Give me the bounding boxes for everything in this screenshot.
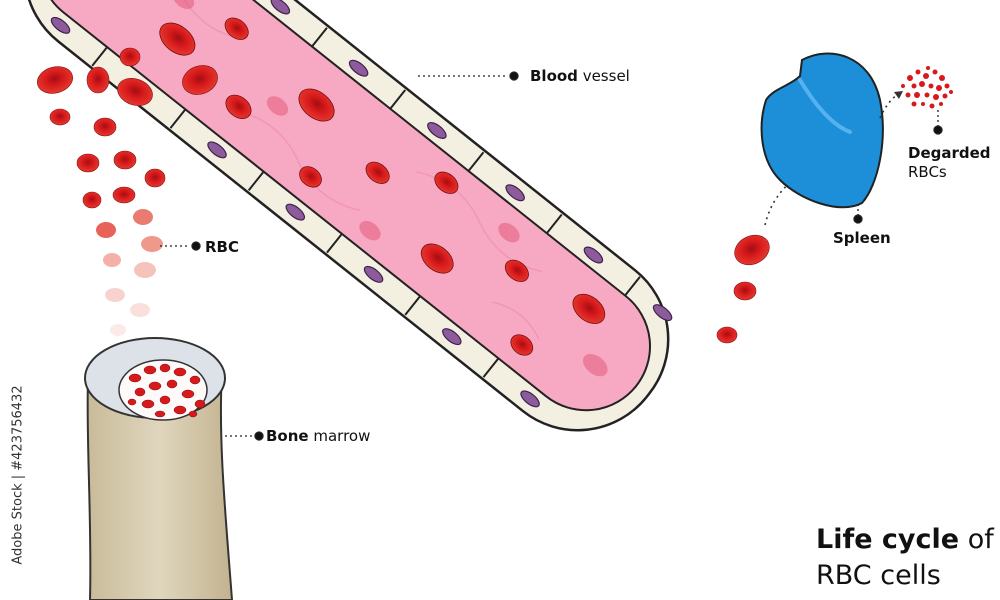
label-rbc-text: RBC: [205, 238, 239, 256]
label-spleen: Spleen: [833, 229, 891, 247]
title-line2: RBC cells: [816, 560, 941, 591]
stock-watermark: Adobe Stock | #423756432: [8, 360, 28, 590]
label-bone-marrow: Bone marrow: [266, 427, 370, 445]
watermark-text: Adobe Stock | #423756432: [10, 385, 26, 565]
marrow-rbcs: [127, 363, 206, 418]
wall-cells-bottom: [91, 46, 500, 378]
leader-dot-spleen: [853, 214, 863, 224]
degraded-rbcs: [901, 66, 953, 109]
vessel-lumen: [38, 0, 651, 412]
spleen: [760, 52, 884, 209]
vessel-rbcs: [159, 17, 606, 356]
label-degraded-line2: RBCs: [908, 163, 947, 181]
title-rest: of: [959, 524, 994, 555]
label-degraded-bold: Degarded: [908, 144, 991, 162]
rbcs-to-spleen: [716, 234, 770, 344]
bone: [84, 337, 234, 600]
diagram-title: Life cycle of RBC cells: [816, 522, 994, 594]
label-degraded-line2-text: RBCs: [908, 163, 947, 181]
label-bone-marrow-rest: marrow: [308, 427, 371, 445]
leader-lines: [160, 71, 943, 441]
label-blood-vessel-bold: Blood: [530, 67, 578, 85]
marrow-cavity: [118, 359, 208, 421]
wall-nuclei: [50, 0, 673, 408]
title-line1: Life cycle of: [816, 522, 994, 558]
leader-dot-rbc: [191, 241, 201, 251]
label-bone-marrow-bold: Bone: [266, 427, 309, 445]
label-blood-vessel: Blood vessel: [530, 67, 630, 85]
label-spleen-text: Spleen: [833, 229, 891, 247]
leader-dot-degraded: [933, 125, 943, 135]
leader-dot-blood-vessel: [509, 71, 519, 81]
arrowhead-to-degraded: [894, 91, 903, 99]
label-rbc: RBC: [205, 238, 239, 256]
wall-cells-top: [311, 27, 641, 297]
blood-vessel: [23, 0, 673, 432]
leader-dot-bone-marrow: [254, 431, 264, 441]
title-bold: Life cycle: [816, 524, 960, 555]
free-rbcs: [36, 47, 218, 336]
label-degraded: Degarded: [908, 144, 991, 162]
spleen-highlight: [798, 78, 852, 134]
label-blood-vessel-rest: vessel: [577, 67, 630, 85]
vessel-faded-rbcs: [172, 0, 608, 377]
